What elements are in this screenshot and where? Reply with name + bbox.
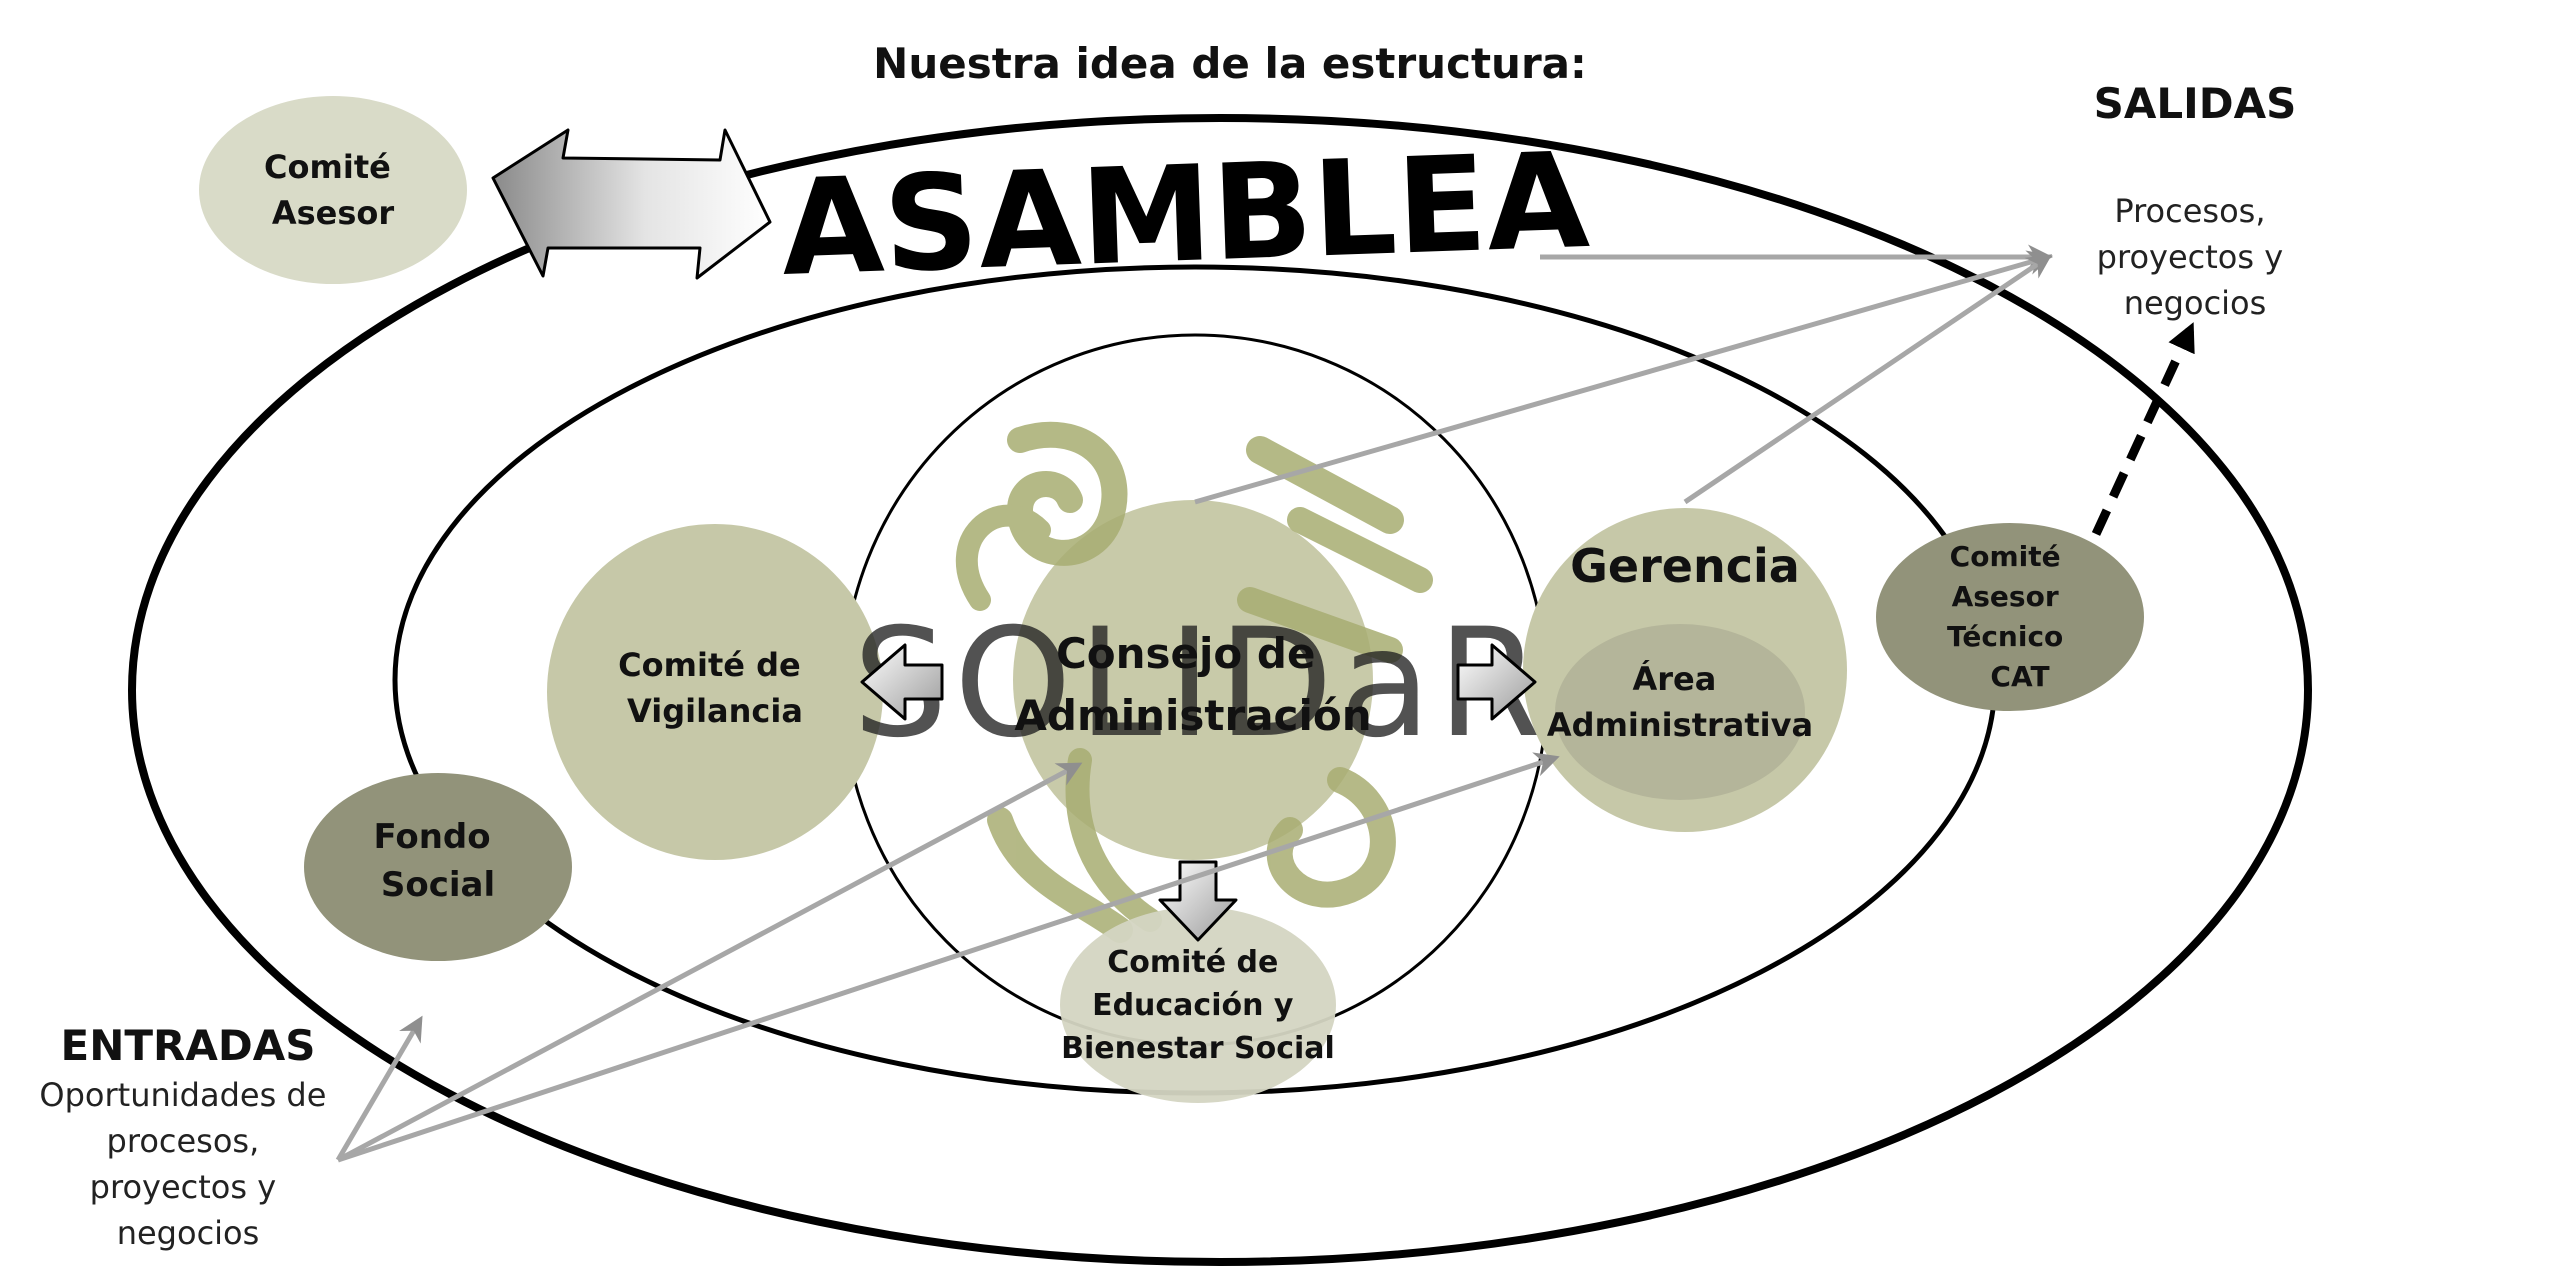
arrow-left-icon: [860, 643, 944, 721]
entradas-heading: ENTRADAS: [61, 1021, 316, 1070]
comite-educacion-node: Comité de Educación y Bienestar Social: [1060, 907, 1336, 1103]
entradas-line: Oportunidades de: [39, 1076, 326, 1114]
arrow-right-icon: [1456, 643, 1537, 721]
salidas-block: SALIDAS Procesos, proyectos y negocios: [2094, 79, 2297, 322]
salidas-line: proyectos y: [2097, 238, 2283, 276]
entradas-block: ENTRADAS Oportunidades de procesos, proy…: [39, 1021, 336, 1252]
consejo-line: Administración: [1014, 691, 1371, 740]
entradas-line: procesos,: [107, 1122, 260, 1160]
input-arrows: [335, 752, 1560, 1163]
consejo-line: Consejo de: [1056, 629, 1316, 678]
comite-cat-line: Comité: [1950, 540, 2061, 573]
svg-text:Fondo Social: Fondo Social: [374, 817, 503, 905]
consejo-circle: [1013, 500, 1373, 860]
arrow-down-icon: [1158, 860, 1238, 942]
svg-text:Procesos, proyectos y: Procesos, proyectos y negocios: [2097, 192, 2294, 322]
solidar-logo-icon: [956, 421, 1433, 943]
svg-text:Comité de Educación y: Comité de Educación y Bienestar Social: [1061, 945, 1335, 1066]
comite-asesor-line: Comité: [264, 148, 391, 186]
area-administrativa-node: [1555, 624, 1805, 800]
output-arrows: [1194, 244, 2053, 505]
asamblea-label: ASAMBLEA: [779, 124, 1592, 306]
svg-text:Comité Asesor: Comité Asesor: [264, 148, 402, 232]
consejo-label: Consejo de Administración: [1014, 629, 1371, 740]
comite-vigilancia-line: Vigilancia: [627, 692, 803, 730]
entradas-line: proyectos y: [90, 1168, 276, 1206]
gerencia-node: Gerencia Área Administrativa: [1523, 508, 1847, 832]
page-title: Nuestra idea de la estructura:: [873, 39, 1587, 88]
salidas-heading: SALIDAS: [2094, 79, 2297, 128]
salidas-line: Procesos,: [2114, 192, 2265, 230]
fondo-social-line: Fondo: [374, 817, 491, 857]
svg-text:Área Administrativa: Área Administrativa: [1547, 660, 1813, 744]
svg-text:Comité de Vigilancia: Comité de Vigilancia: [618, 646, 812, 730]
comite-cat-line: Asesor: [1952, 580, 2059, 613]
fondo-social-line: Social: [381, 865, 495, 905]
area-administrativa-line: Área: [1633, 660, 1717, 698]
comite-cat-line: CAT: [1990, 660, 2049, 693]
area-administrativa-line: Administrativa: [1547, 706, 1813, 744]
comite-asesor-node: Comité Asesor: [199, 96, 467, 284]
comite-educacion-line: Educación y: [1092, 988, 1294, 1023]
comite-cat-line: Técnico: [1947, 620, 2063, 653]
logo-watermark: SOLIDaR: [853, 597, 1548, 771]
comite-vigilancia-node: Comité de Vigilancia: [547, 524, 883, 860]
salidas-line: negocios: [2124, 284, 2267, 322]
comite-asesor-line: Asesor: [272, 194, 395, 232]
gerencia-label: Gerencia: [1570, 539, 1800, 593]
comite-cat-node: Comité Asesor Técnico CAT: [1876, 523, 2144, 711]
fondo-social-node: Fondo Social: [304, 773, 572, 961]
dashed-output-arrow: [2091, 322, 2195, 536]
comite-educacion-line: Bienestar Social: [1061, 1031, 1335, 1066]
comite-educacion-line: Comité de: [1107, 945, 1278, 980]
comite-vigilancia-line: Comité de: [618, 646, 801, 684]
svg-text:Oportunidades de proceso: Oportunidades de procesos, proyectos y n…: [39, 1076, 336, 1252]
svg-text:Comité Asesor Técn: Comité Asesor Técnico CAT: [1947, 540, 2073, 693]
double-arrow-icon: [491, 128, 772, 280]
entradas-line: negocios: [117, 1214, 260, 1252]
